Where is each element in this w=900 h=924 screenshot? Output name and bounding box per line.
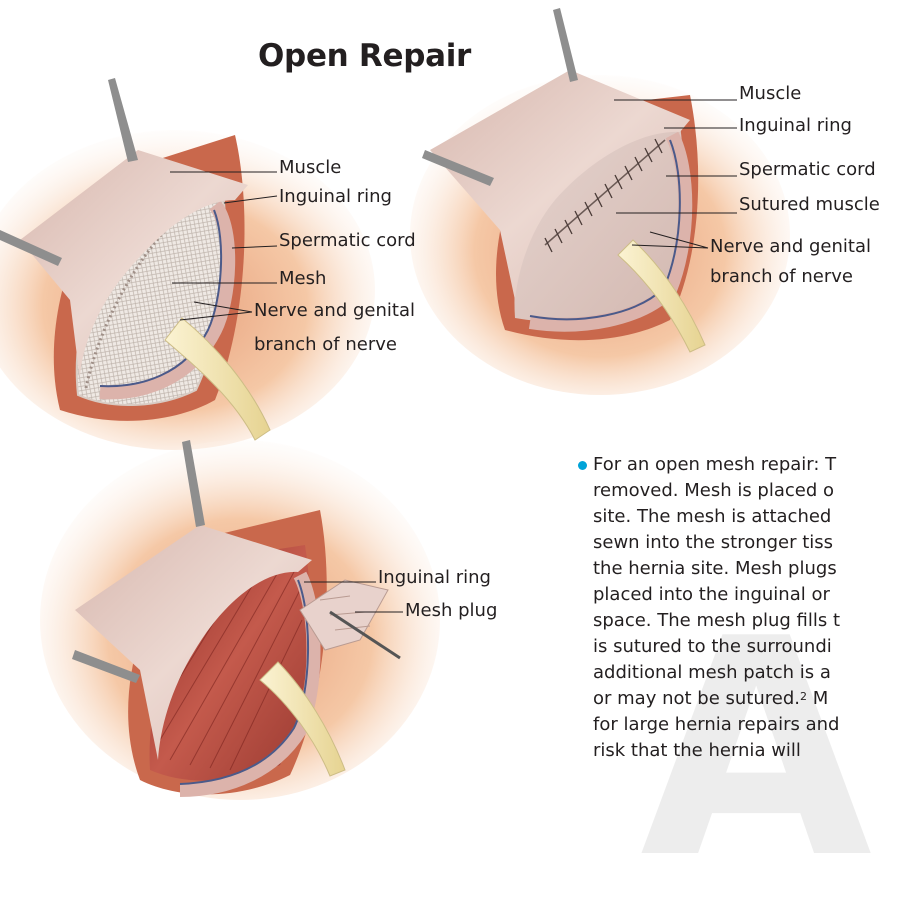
description-line: the hernia site. Mesh plugs [593, 556, 837, 582]
label-nerve-1b: branch of nerve [254, 335, 397, 355]
panel-3-drawing [40, 440, 440, 800]
label-muscle-2: Muscle [739, 84, 801, 104]
label-mesh-1: Mesh [279, 269, 326, 289]
label-inguinal-ring-1: Inguinal ring [279, 187, 392, 207]
label-sutured-muscle: Sutured muscle [739, 195, 880, 215]
description-line: removed. Mesh is placed o [593, 478, 834, 504]
description-line-text: or may not be sutured. [593, 688, 800, 709]
description-line: additional mesh patch is a [593, 660, 831, 686]
description-line: risk that the hernia will [593, 738, 801, 764]
label-mesh-plug: Mesh plug [405, 601, 497, 621]
description-line: is sutured to the surroundi [593, 634, 832, 660]
label-nerve-1a: Nerve and genital [254, 301, 415, 321]
label-nerve-2b: branch of nerve [710, 267, 853, 287]
label-nerve-2a: Nerve and genital [710, 237, 871, 257]
label-muscle-1: Muscle [279, 158, 341, 178]
bullet-icon [578, 461, 587, 470]
panel-1-drawing [0, 78, 375, 450]
page-title: Open Repair [258, 38, 471, 74]
description-line: For an open mesh repair: T [593, 452, 836, 478]
description-line-with-footnote: or may not be sutured.2 M [593, 686, 828, 712]
retractor-hook-top-2 [553, 8, 578, 82]
label-spermatic-cord-1: Spermatic cord [279, 231, 416, 251]
description-line: space. The mesh plug fills t [593, 608, 840, 634]
description-line: for large hernia repairs and [593, 712, 839, 738]
description-line-suffix: M [807, 688, 828, 709]
footnote-marker: 2 [800, 690, 807, 703]
label-inguinal-ring-2: Inguinal ring [739, 116, 852, 136]
description-line: placed into the inguinal or [593, 582, 830, 608]
description-line: site. The mesh is attached [593, 504, 831, 530]
description-line: sewn into the stronger tiss [593, 530, 833, 556]
label-inguinal-ring-3: Inguinal ring [378, 568, 491, 588]
label-spermatic-cord-2: Spermatic cord [739, 160, 876, 180]
